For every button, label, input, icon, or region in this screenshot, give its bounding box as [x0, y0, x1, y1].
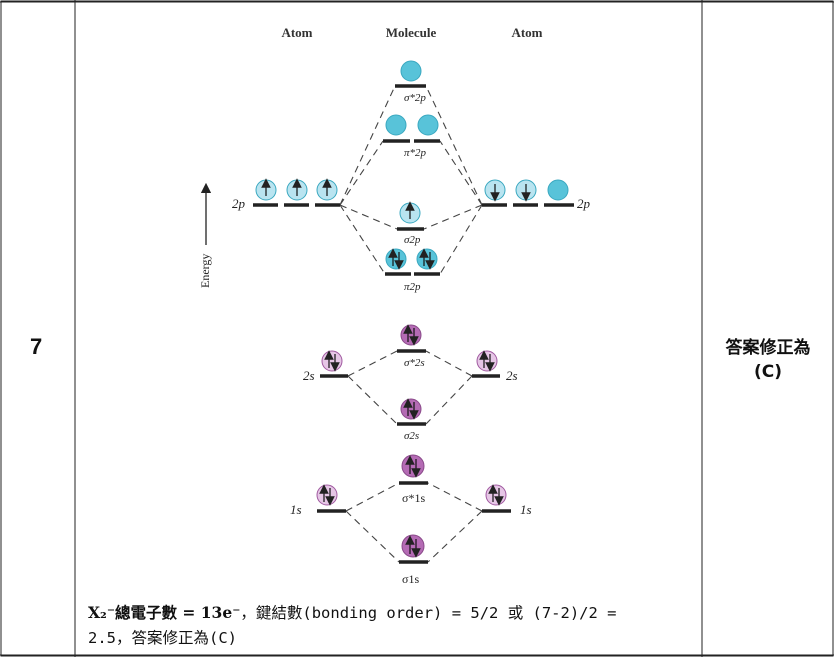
label-sigma-2s: σ2s — [404, 430, 419, 442]
label-1s-left: 1s — [290, 502, 302, 517]
mo-sigma-2s-orbital — [400, 398, 422, 420]
explanation-line1-rest: ，鍵結數(bonding order) = 5/2 或 (7-2)/2 = — [240, 604, 617, 622]
label-sigma-1s-star: σ*1s — [402, 491, 425, 505]
label-sigma-2p-star: σ*2p — [404, 92, 426, 104]
atom-right-2p-orbitals — [484, 179, 569, 202]
label-sigma-2s-star: σ*2s — [404, 357, 425, 369]
answer-correction: 答案修正為 (C) — [706, 336, 830, 384]
mo-sigma-2s-star-orbital — [400, 324, 422, 346]
header-atom-right: Atom — [511, 25, 542, 40]
mo-sigma-2p-star-orbital — [400, 60, 422, 82]
label-1s-right: 1s — [520, 502, 532, 517]
mo-sigma-1s-star-orbital — [401, 454, 425, 478]
label-pi-2p: π2p — [404, 281, 421, 293]
mo-pi-2p-orbitals — [385, 248, 438, 270]
header-atom-left: Atom — [281, 25, 312, 40]
atom-right-2s-orbital — [476, 350, 498, 372]
atom-left-1s-orbital — [316, 484, 338, 506]
answer-correction-line2: (C) — [753, 362, 782, 382]
mo-pi-2p-star-orbital-b — [417, 114, 439, 136]
atom-left-2s-orbital — [321, 350, 343, 372]
mo-pi-2p-star-orbital-a — [385, 114, 407, 136]
explanation-text: X₂⁻總電子數 = 13e⁻，鍵結數(bonding order) = 5/2 … — [88, 600, 688, 651]
label-sigma-2p: σ2p — [404, 234, 421, 246]
header-molecule: Molecule — [386, 25, 437, 40]
mo-sigma-1s-orbital — [401, 534, 425, 558]
question-number: 7 — [30, 334, 43, 359]
label-2p-left: 2p — [232, 196, 246, 211]
atom-left-2p-orbitals — [255, 178, 338, 201]
explanation-bold: X₂⁻總電子數 = 13e⁻ — [88, 603, 241, 622]
label-2s-left: 2s — [303, 368, 315, 383]
energy-levels — [253, 84, 574, 564]
label-2s-right: 2s — [506, 368, 518, 383]
atom-right-1s-orbital — [485, 484, 507, 506]
label-pi-2p-star: π*2p — [404, 147, 427, 159]
explanation-line2: 2.5，答案修正為(C) — [88, 629, 237, 647]
label-sigma-1s: σ1s — [402, 572, 419, 586]
energy-label: Energy — [198, 254, 212, 288]
answer-correction-line1: 答案修正為 — [725, 338, 811, 358]
label-2p-right: 2p — [577, 196, 591, 211]
correlation-lines — [339, 85, 483, 563]
explanation-line1: X₂⁻總電子數 = 13e⁻，鍵結數(bonding order) = 5/2 … — [88, 600, 688, 626]
